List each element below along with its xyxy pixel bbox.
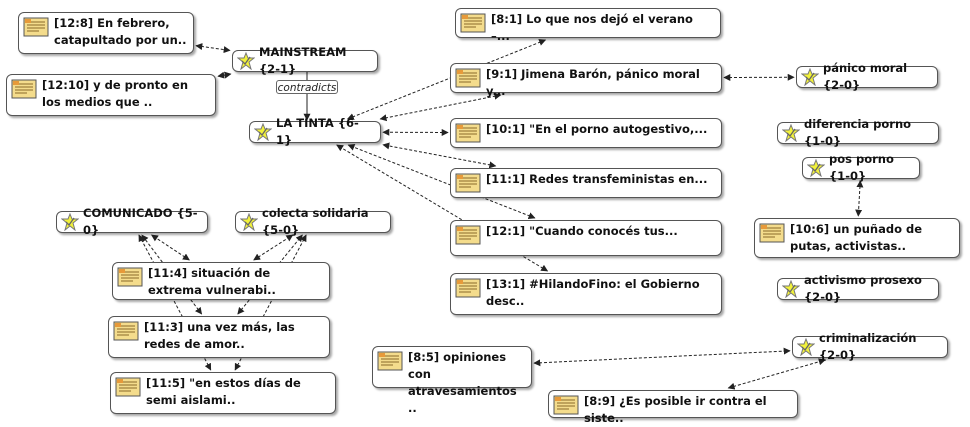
- quotation-node-8-5[interactable]: [8:5] opiniones con atravesamientos ..: [372, 346, 532, 388]
- code-icon: [782, 280, 800, 298]
- quotation-node-11-3[interactable]: [11:3] una vez más, las redes de amor..: [108, 316, 330, 358]
- node-label: [8:5] opiniones con atravesamientos ..: [408, 349, 525, 417]
- node-label: [12:1] "Cuando conocés tus...: [486, 223, 678, 240]
- code-icon: [237, 52, 255, 70]
- code-icon: [782, 124, 800, 142]
- relation-label-contradicts: contradicts: [276, 80, 338, 94]
- node-label: pos porno {1-0}: [829, 151, 913, 185]
- quotation-icon: [455, 278, 481, 298]
- code-node-diferencia-porno[interactable]: diferencia porno {1-0}: [777, 122, 939, 144]
- quotation-node-8-1[interactable]: [8:1] Lo que nos dejó el verano –...: [455, 8, 721, 38]
- code-node-mainstream[interactable]: MAINSTREAM {2-1}: [232, 50, 378, 72]
- node-label: [11:3] una vez más, las redes de amor..: [144, 319, 323, 353]
- quotation-icon: [117, 267, 143, 287]
- edge-posporno-q10_6: [858, 181, 860, 216]
- quotation-node-9-1[interactable]: [9:1] Jimena Barón, pánico moral y...: [450, 63, 722, 93]
- node-label: pánico moral {2-0}: [823, 60, 931, 94]
- code-node-comunicado[interactable]: COMUNICADO {5-0}: [56, 211, 208, 233]
- quotation-node-10-1[interactable]: [10:1] "En el porno autogestivo,...: [450, 118, 722, 148]
- node-label: LA TINTA {6-1}: [276, 115, 374, 149]
- edge-q12_10-mainstream: [218, 74, 231, 76]
- code-icon: [61, 213, 79, 231]
- node-label: [13:1] #HilandoFino: el Gobierno desc..: [486, 276, 715, 310]
- quotation-icon: [759, 223, 785, 243]
- node-label: COMUNICADO {5-0}: [83, 205, 201, 239]
- quotation-node-11-4[interactable]: [11:4] situación de extrema vulnerabi..: [112, 262, 330, 300]
- quotation-icon: [455, 173, 481, 193]
- node-label: diferencia porno {1-0}: [804, 116, 932, 150]
- quotation-node-11-5[interactable]: [11:5] "en estos días de semi aislami..: [110, 372, 336, 414]
- code-node-la-tinta[interactable]: LA TINTA {6-1}: [249, 121, 381, 143]
- code-icon: [807, 159, 825, 177]
- code-icon: [240, 213, 258, 231]
- quotation-icon: [377, 351, 403, 371]
- edge-q12_8-mainstream: [196, 46, 230, 51]
- code-icon: [254, 123, 272, 141]
- quotation-icon: [23, 17, 49, 37]
- quotation-node-12-1[interactable]: [12:1] "Cuando conocés tus...: [450, 220, 722, 256]
- node-label: [9:1] Jimena Barón, pánico moral y...: [486, 66, 715, 100]
- quotation-node-12-10[interactable]: [12:10] y de pronto en los medios que ..: [6, 74, 216, 116]
- quotation-node-12-8[interactable]: [12:8] En febrero, catapultado por un..: [18, 12, 194, 54]
- quotation-icon: [11, 79, 37, 99]
- quotation-node-11-1[interactable]: [11:1] Redes transfeministas en...: [450, 168, 722, 198]
- node-label: MAINSTREAM {2-1}: [259, 44, 371, 78]
- node-label: [12:8] En febrero, catapultado por un..: [54, 15, 187, 49]
- node-label: [11:5] "en estos días de semi aislami..: [146, 375, 329, 409]
- node-label: [8:1] Lo que nos dejó el verano –...: [491, 11, 714, 45]
- edge-q8_5-criminal: [534, 351, 790, 363]
- quotation-node-10-6[interactable]: [10:6] un puñado de putas, activistas..: [754, 218, 960, 258]
- code-node-criminalizacion[interactable]: criminalización {2-0}: [792, 336, 948, 358]
- node-label: colecta solidaria {5-0}: [262, 205, 384, 239]
- edge-q9_1-latinta: [380, 95, 500, 119]
- code-node-panico-moral[interactable]: pánico moral {2-0}: [796, 66, 938, 88]
- node-label: activismo prosexo {2-0}: [804, 272, 932, 306]
- node-label: [10:6] un puñado de putas, activistas..: [790, 221, 953, 255]
- code-node-activismo-prosexo[interactable]: activismo prosexo {2-0}: [777, 278, 939, 300]
- quotation-icon: [455, 123, 481, 143]
- edge-q8_9-criminal: [728, 360, 825, 388]
- code-node-colecta-solidaria[interactable]: colecta solidaria {5-0}: [235, 211, 391, 233]
- quotation-icon: [115, 377, 141, 397]
- quotation-node-8-9[interactable]: [8:9] ¿Es posible ir contra el siste..: [548, 390, 798, 418]
- quotation-icon: [455, 225, 481, 245]
- quotation-icon: [455, 68, 481, 88]
- node-label: [11:1] Redes transfeministas en...: [486, 171, 708, 188]
- quotation-icon: [553, 395, 579, 415]
- quotation-icon: [113, 321, 139, 341]
- code-icon: [801, 68, 819, 86]
- code-icon: [797, 338, 815, 356]
- quotation-icon: [460, 13, 486, 33]
- node-label: [12:10] y de pronto en los medios que ..: [42, 77, 209, 111]
- node-label: criminalización {2-0}: [819, 330, 941, 364]
- code-node-pos-porno[interactable]: pos porno {1-0}: [802, 157, 920, 179]
- node-label: [10:1] "En el porno autogestivo,...: [486, 121, 707, 138]
- node-label: [11:4] situación de extrema vulnerabi..: [148, 265, 323, 299]
- quotation-node-13-1[interactable]: [13:1] #HilandoFino: el Gobierno desc..: [450, 273, 722, 315]
